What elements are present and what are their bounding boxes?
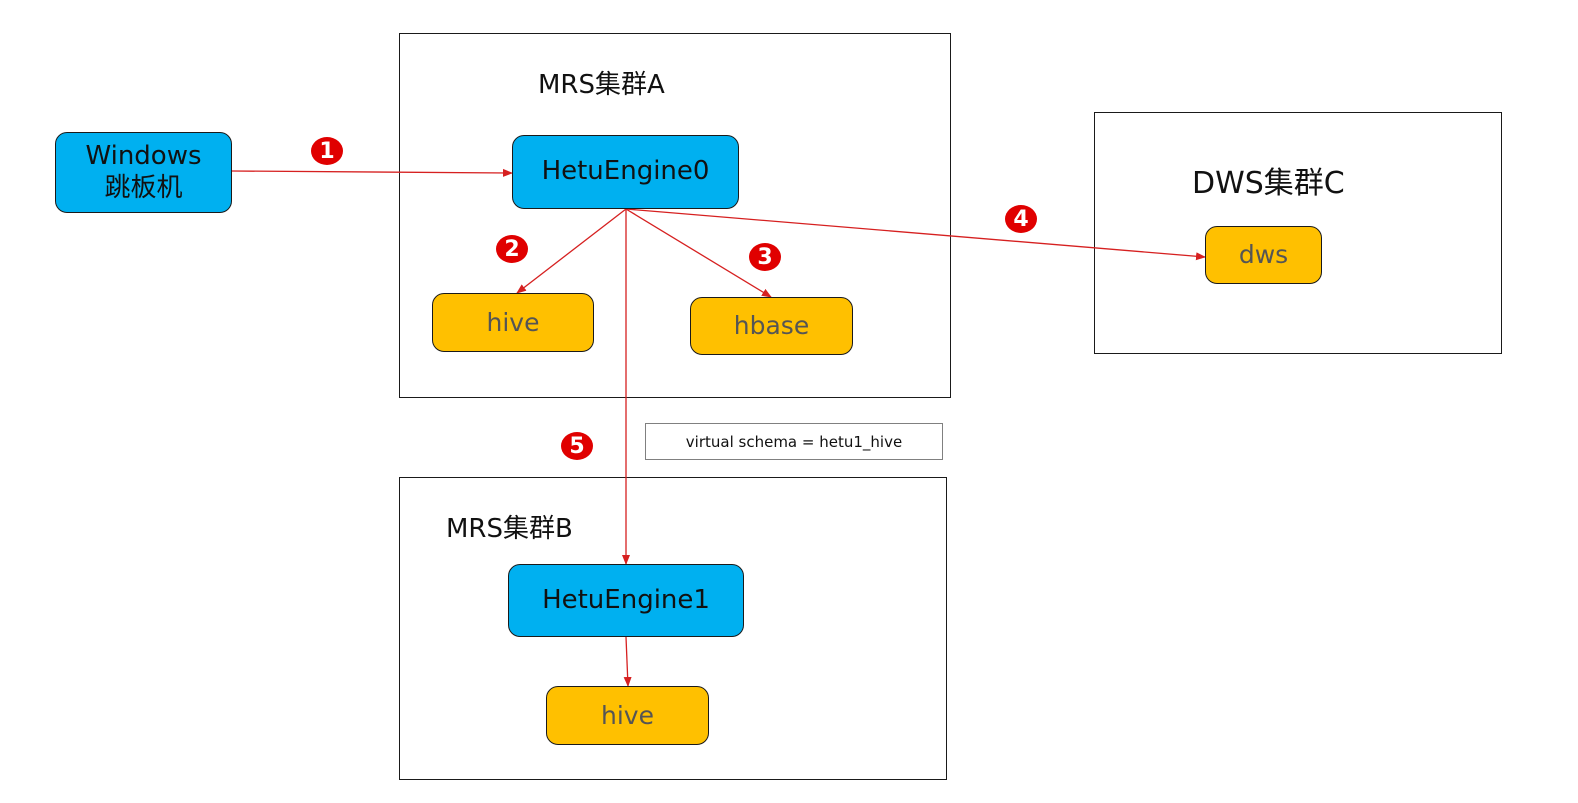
arrow-hetu0-to-dws: [625, 208, 1206, 261]
cluster-b-title: MRS集群B: [446, 514, 573, 544]
arrow-windows-to-hetu0: [231, 168, 513, 177]
step-badge-5: 5: [561, 432, 593, 460]
hive-b-node[interactable]: hive: [546, 686, 709, 745]
hbase-a-node[interactable]: hbase: [690, 297, 853, 355]
arrow-hetu1-to-hive: [623, 636, 632, 687]
cluster-c-title: DWS集群C: [1192, 166, 1345, 201]
hive-a-node[interactable]: hive: [432, 293, 594, 352]
step-badge-3: 3: [749, 243, 781, 271]
step-badge-2: 2: [496, 235, 528, 263]
step-badge-4: 4: [1005, 205, 1037, 233]
windows-jump-host-node[interactable]: Windows 跳板机: [55, 132, 232, 213]
cluster-a-title: MRS集群A: [538, 70, 665, 100]
virtual-schema-note: virtual schema = hetu1_hive: [645, 423, 943, 460]
hetuengine0-node[interactable]: HetuEngine0: [512, 135, 739, 209]
arrow-hetu0-to-hive: [516, 208, 627, 294]
step-badge-1: 1: [311, 137, 343, 165]
arrow-hetu0-to-hbase: [625, 208, 772, 298]
hetuengine1-node[interactable]: HetuEngine1: [508, 564, 744, 637]
dws-c-node[interactable]: dws: [1205, 226, 1322, 284]
